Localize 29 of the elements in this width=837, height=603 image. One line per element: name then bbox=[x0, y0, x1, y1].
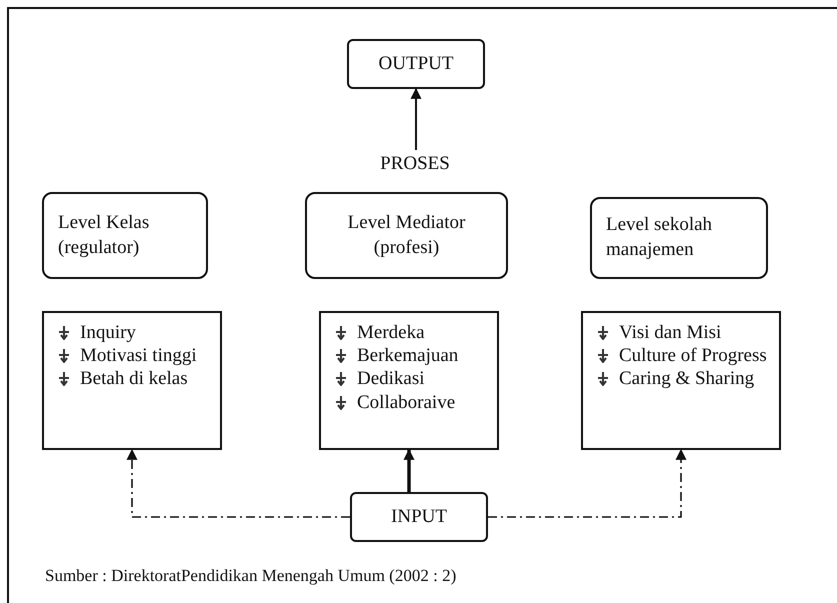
list-box bbox=[42, 311, 222, 450]
arrow bbox=[404, 448, 414, 492]
arrow bbox=[410, 88, 422, 150]
box-label: INPUT bbox=[391, 504, 447, 529]
list-box bbox=[581, 311, 781, 450]
list-item: Caring & Sharing bbox=[619, 367, 754, 391]
list-item: Visi dan Misi bbox=[619, 321, 722, 344]
list-item: Betah di kelas bbox=[80, 367, 188, 391]
terminal-box bbox=[350, 492, 488, 542]
box-label: OUTPUT bbox=[378, 52, 454, 76]
level-box bbox=[590, 197, 768, 279]
level-box bbox=[305, 192, 508, 279]
list-item: Culture of Progress bbox=[619, 344, 767, 368]
list-item: Dedikasi bbox=[357, 367, 425, 391]
source-caption: Sumber : DirektoratPendidikan Menengah Umum (2002 : 2) bbox=[45, 566, 456, 586]
box-label: Level sekolah manajemen bbox=[606, 213, 714, 262]
level-box bbox=[42, 192, 208, 279]
box-label: Level Mediator (profesi) bbox=[346, 210, 466, 260]
arrow bbox=[488, 448, 686, 518]
box-label: Level Kelas (regulator) bbox=[58, 210, 150, 260]
process-label: PROSES bbox=[380, 152, 450, 176]
terminal-box bbox=[347, 39, 485, 89]
list-item: Merdeka bbox=[357, 321, 425, 344]
list-item: Inquiry bbox=[80, 321, 136, 344]
list-item: Collaboraive bbox=[357, 390, 456, 414]
list-item: Berkemajuan bbox=[357, 344, 458, 368]
arrow bbox=[126, 448, 350, 518]
list-box bbox=[319, 311, 499, 450]
list-item: Motivasi tinggi bbox=[80, 344, 197, 368]
